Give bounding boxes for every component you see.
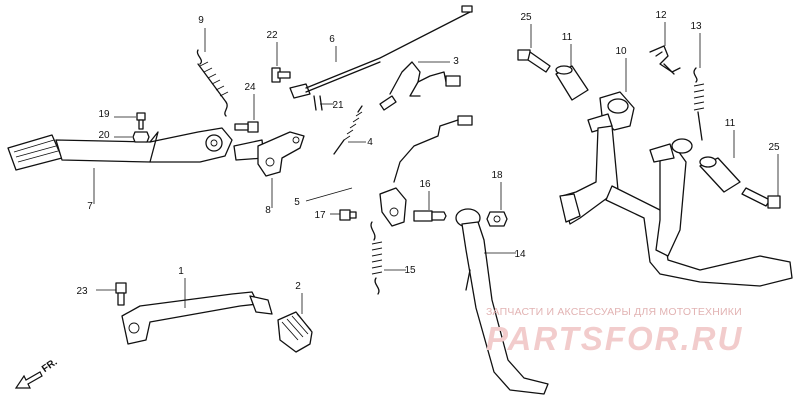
callout-15: 15 bbox=[404, 265, 416, 276]
front-arrow-icon bbox=[14, 371, 43, 389]
main-stand bbox=[559, 91, 793, 287]
callout-18: 18 bbox=[491, 170, 503, 181]
callout-4: 4 bbox=[367, 137, 373, 148]
leader-lines bbox=[93, 22, 779, 314]
callout-8: 8 bbox=[265, 205, 271, 216]
callout-24: 24 bbox=[244, 82, 256, 93]
bracket-12 bbox=[649, 45, 681, 75]
callout-23: 23 bbox=[76, 286, 88, 297]
callout-17: 17 bbox=[314, 210, 326, 221]
callout-16: 16 bbox=[419, 179, 431, 190]
clip-21 bbox=[313, 95, 323, 111]
bolt-23 bbox=[115, 282, 127, 306]
bolt-17 bbox=[339, 209, 357, 221]
side-stand bbox=[455, 208, 549, 395]
callout-11: 11 bbox=[725, 118, 736, 129]
callout-6: 6 bbox=[329, 34, 335, 45]
shift-rubber bbox=[277, 311, 313, 353]
callout-3: 3 bbox=[453, 56, 459, 67]
nut-18 bbox=[486, 211, 508, 227]
spring-13 bbox=[693, 67, 705, 141]
callout-10: 10 bbox=[615, 46, 627, 57]
bolt-24 bbox=[234, 121, 259, 133]
bolt-25-right bbox=[741, 187, 781, 209]
spring-9 bbox=[196, 49, 229, 117]
callout-21: 21 bbox=[332, 100, 344, 111]
bolt-25-top bbox=[517, 49, 551, 73]
callout-2: 2 bbox=[295, 281, 301, 292]
watermark-subtitle: ЗАПЧАСТИ И АКСЕССУАРЫ ДЛЯ МОТОТЕХНИКИ bbox=[486, 306, 742, 318]
callout-14: 14 bbox=[514, 249, 526, 260]
callout-25: 25 bbox=[520, 12, 532, 23]
spring-15 bbox=[370, 221, 383, 295]
collar-11-right bbox=[699, 156, 741, 193]
brake-arm bbox=[233, 131, 305, 177]
spring-4 bbox=[333, 105, 363, 155]
callout-9: 9 bbox=[198, 15, 204, 26]
brake-light-switch bbox=[379, 61, 461, 111]
callout-7: 7 bbox=[87, 201, 93, 212]
callout-22: 22 bbox=[266, 30, 278, 41]
callout-12: 12 bbox=[655, 10, 667, 21]
side-stand-switch bbox=[379, 115, 473, 227]
brake-rod bbox=[289, 5, 473, 99]
bolt-16 bbox=[413, 210, 447, 222]
pin-22 bbox=[271, 67, 291, 83]
bolt-19 bbox=[136, 112, 146, 130]
callout-19: 19 bbox=[98, 109, 110, 120]
watermark-logo: PARTSFOR.RU bbox=[486, 320, 744, 357]
gearshift-lever bbox=[121, 291, 273, 345]
callout-13: 13 bbox=[690, 21, 702, 32]
callout-20: 20 bbox=[98, 130, 110, 141]
callout-1: 1 bbox=[178, 266, 184, 277]
nut-20 bbox=[132, 131, 150, 143]
brake-pedal bbox=[7, 127, 233, 171]
collar-11-top bbox=[555, 65, 589, 101]
callout-25: 25 bbox=[768, 142, 780, 153]
callout-5: 5 bbox=[294, 197, 300, 208]
callout-11: 11 bbox=[562, 32, 573, 43]
